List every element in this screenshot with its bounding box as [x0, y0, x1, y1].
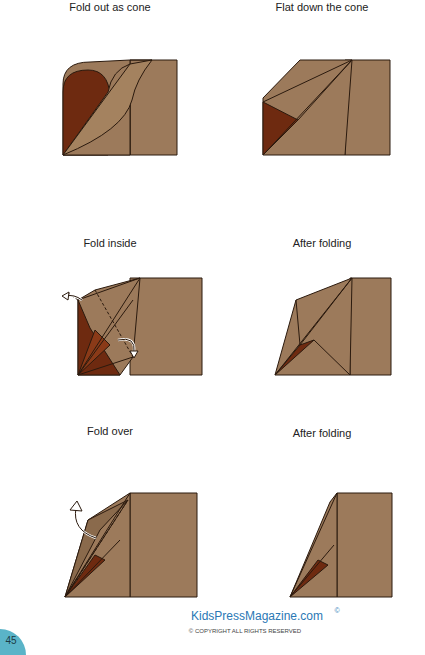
page-number: 45: [5, 635, 16, 647]
step-title: After folding: [293, 237, 352, 250]
site-name: KidsPressMagazine.com: [191, 609, 323, 623]
step-title: After folding: [293, 427, 352, 440]
step-title: Fold inside: [83, 237, 136, 250]
step-title: Flat down the cone: [276, 1, 369, 14]
step-title: Fold over: [87, 425, 133, 438]
copyright-mark: ©: [334, 606, 339, 615]
step-title: Fold out as cone: [69, 1, 150, 14]
page-tab: [0, 629, 26, 655]
copyright-note: © COPYRIGHT ALL RIGHTS RESERVED: [189, 627, 301, 635]
